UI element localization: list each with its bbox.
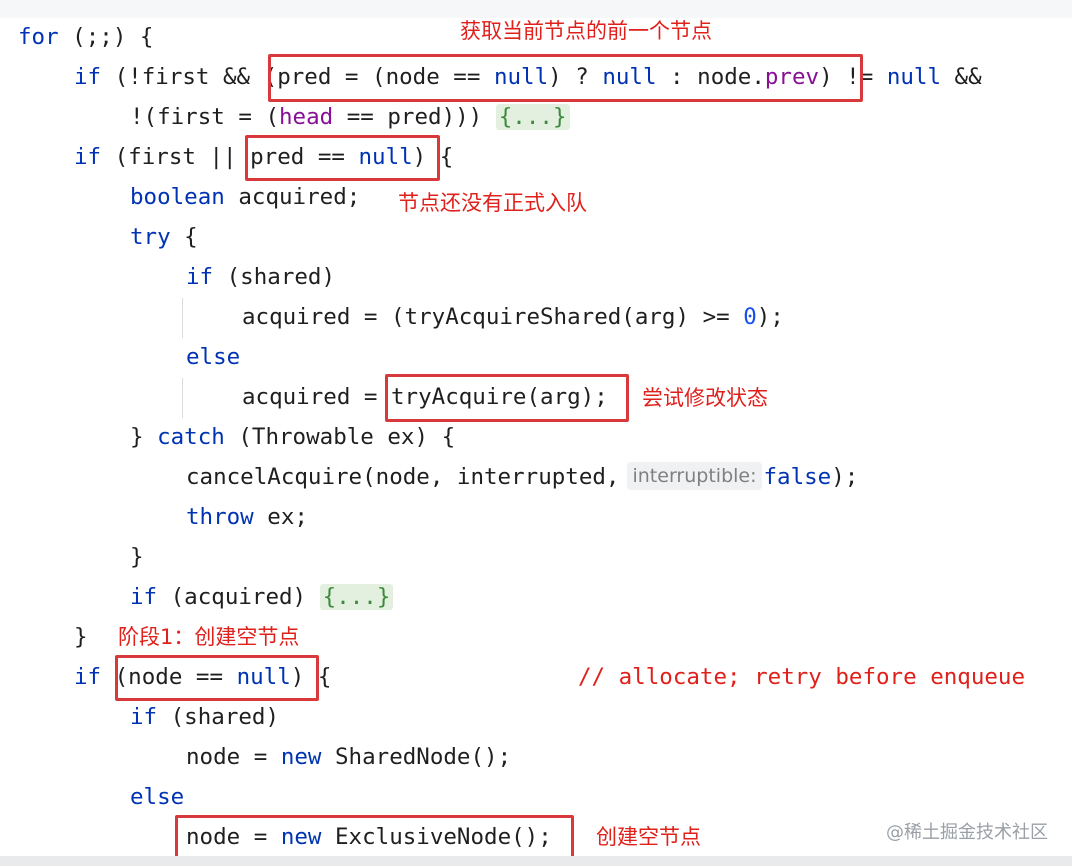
- code-line-10: acquired = tryAcquire(arg);: [242, 384, 608, 410]
- code-line-2: if (!first && (pred = (node == null) ? n…: [74, 64, 982, 90]
- folded-block[interactable]: {...}: [495, 104, 570, 130]
- editor-bottom-strip: [0, 856, 1072, 866]
- highlight-box-pred-assign: [268, 54, 863, 102]
- highlight-box-try-acquire: [385, 374, 629, 422]
- parameter-hint: interruptible:: [627, 462, 762, 490]
- watermark: @稀土掘金技术社区: [886, 822, 1048, 843]
- code-line-20: else: [130, 784, 185, 810]
- annotation-stage1: 阶段1：创建空节点: [118, 625, 300, 649]
- code-line-21: node = new ExclusiveNode();: [186, 824, 552, 850]
- code-line-1: for (;;) {: [18, 24, 154, 50]
- code-line-3: !(first = (head == pred))) {...}: [130, 97, 570, 137]
- highlight-box-node-null: [115, 655, 319, 701]
- code-line-16: }: [74, 624, 88, 650]
- code-line-19: node = new SharedNode();: [186, 744, 512, 770]
- code-line-18: if (shared): [130, 704, 280, 730]
- annotation-create-empty-node: 创建空节点: [596, 825, 701, 849]
- indent-guide: [182, 298, 183, 338]
- code-line-8: acquired = (tryAcquireShared(arg) >= 0);: [242, 304, 784, 330]
- code-line-6: try {: [130, 224, 198, 250]
- code-line-7: if (shared): [186, 264, 336, 290]
- editor-top-strip: [0, 0, 1072, 18]
- indent-guide: [182, 378, 183, 418]
- code-line-17: if (node == null) {: [74, 664, 332, 690]
- code-line-4: if (first || pred == null) {: [74, 144, 454, 170]
- code-line-15: if (acquired) {...}: [130, 577, 394, 617]
- folded-block[interactable]: {...}: [319, 584, 394, 610]
- code-line-11: } catch (Throwable ex) {: [130, 424, 456, 450]
- highlight-box-new-exclusive: [175, 815, 574, 861]
- code-line-9: else: [186, 344, 241, 370]
- annotation-try-modify-state: 尝试修改状态: [642, 386, 768, 410]
- annotation-not-enqueued: 节点还没有正式入队: [398, 191, 587, 215]
- code-line-12: cancelAcquire(node, interrupted,interrup…: [186, 462, 859, 490]
- annotation-get-predecessor: 获取当前节点的前一个节点: [460, 19, 712, 43]
- code-line-5: boolean acquired;: [130, 184, 361, 210]
- highlight-box-pred-null: [245, 135, 440, 181]
- code-line-14: }: [130, 544, 144, 570]
- code-line-13: throw ex;: [186, 504, 308, 530]
- code-comment: // allocate; retry before enqueue: [578, 664, 1026, 690]
